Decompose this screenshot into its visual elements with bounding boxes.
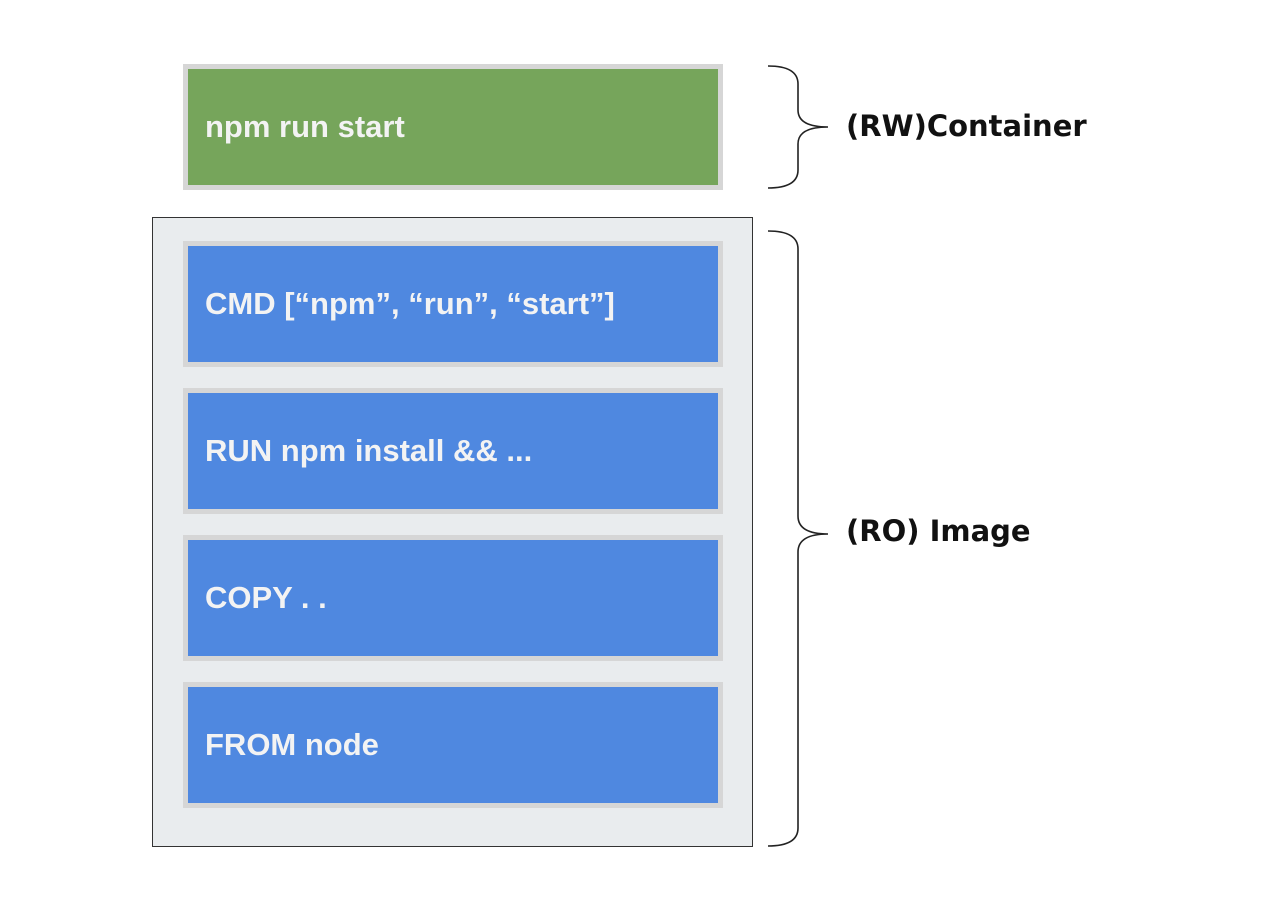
image-layer-label: CMD [“npm”, “run”, “start”] (205, 286, 615, 321)
image-layer-run: RUN npm install && ... (183, 388, 723, 514)
container-layer: npm run start (183, 64, 723, 190)
image-bracket-label: (RO) Image (846, 514, 1031, 548)
image-layer-cmd: CMD [“npm”, “run”, “start”] (183, 241, 723, 367)
image-layer-copy: COPY . . (183, 535, 723, 661)
image-layer-label: RUN npm install && ... (205, 433, 533, 468)
image-layer-label: FROM node (205, 727, 379, 762)
container-brace (767, 65, 829, 189)
image-layer-from: FROM node (183, 682, 723, 808)
container-bracket-label: (RW)Container (846, 109, 1087, 143)
container-layer-label: npm run start (205, 109, 405, 144)
image-brace (767, 230, 829, 847)
image-layer-label: COPY . . (205, 580, 327, 615)
